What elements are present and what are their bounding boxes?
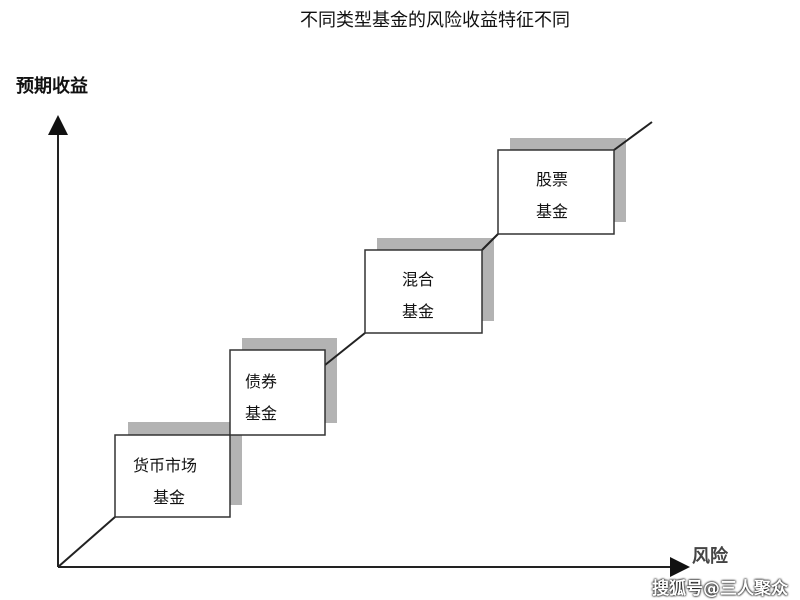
- box-label: 股票: [536, 170, 569, 189]
- box-label: 基金: [153, 488, 186, 507]
- watermark: 搜狐号@三人聚众: [652, 579, 788, 599]
- box-label: 债券: [245, 372, 278, 391]
- box-label: 混合: [402, 270, 435, 289]
- x-axis-label: 风险: [692, 546, 728, 567]
- y-axis-label: 预期收益: [16, 76, 88, 97]
- box-label: 基金: [245, 404, 278, 423]
- connector: [324, 332, 366, 366]
- risk-return-line: [57, 516, 116, 568]
- box-label: 基金: [402, 302, 435, 321]
- box-label: 货币市场: [133, 456, 198, 475]
- shadows: [128, 138, 626, 505]
- connector: [481, 233, 499, 251]
- box-hybrid: [364, 249, 483, 334]
- diagram-title: 不同类型基金的风险收益特征不同: [300, 10, 570, 31]
- box-money-market: [114, 434, 231, 518]
- box-label: 基金: [536, 202, 569, 221]
- box-stock: [497, 149, 615, 235]
- box-bond: [229, 349, 326, 436]
- connector: [613, 121, 653, 151]
